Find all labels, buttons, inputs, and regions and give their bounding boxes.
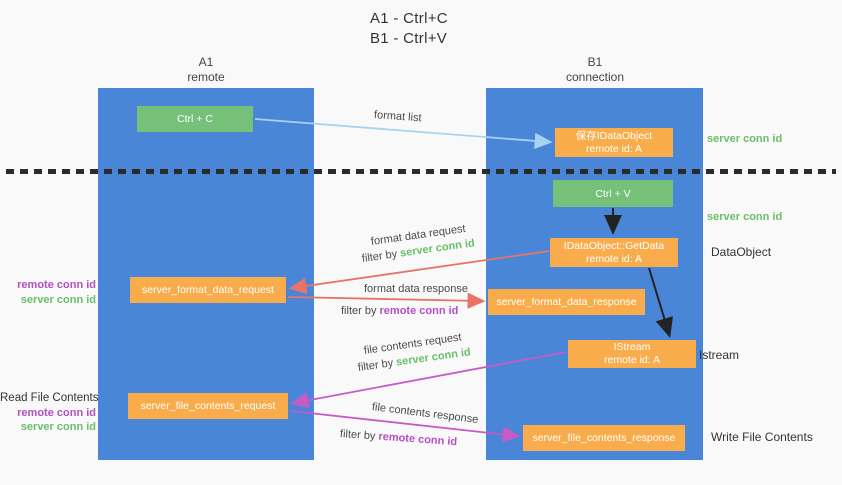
side-label-istream: Istream xyxy=(699,348,740,362)
label-format-data-response: format data response xyxy=(364,283,468,295)
node-getdata-subtitle: remote id: A xyxy=(585,252,643,265)
node-istream-title: IStream xyxy=(613,341,651,353)
side-label-dataobject: DataObject xyxy=(711,245,772,259)
node-ctrl-v: Ctrl + V xyxy=(553,180,673,207)
filter-by-text: filter by xyxy=(341,305,377,317)
filter-by-text: filter by xyxy=(339,428,376,443)
node-save-idataobject-title: 保存IDataObject xyxy=(575,129,653,142)
lifeline-header-b1: B1 connection xyxy=(535,55,655,85)
lifeline-a1-name: A1 xyxy=(198,55,214,69)
diagram-title: A1 - Ctrl+C B1 - Ctrl+V xyxy=(370,9,448,49)
node-server-file-contents-request: server_file_contents_request xyxy=(128,393,288,419)
left-label-group-file: Read File Contents remote conn id server… xyxy=(0,391,99,435)
label-file-contents-response: file contents response xyxy=(371,401,479,426)
lifeline-a1-role: remote xyxy=(187,70,225,84)
node-getdata-title: IDataObject::GetData xyxy=(563,239,665,252)
node-save-idataobject-subtitle: remote id: A xyxy=(585,142,643,155)
arrow-format-data-response xyxy=(287,292,486,309)
filter-by-text: filter by xyxy=(361,248,398,265)
title-line-1: A1 - Ctrl+C xyxy=(370,10,448,27)
read-file-contents-label: Read File Contents xyxy=(0,392,99,404)
lifeline-b1-role: connection xyxy=(565,70,625,84)
label-format-list: format list xyxy=(373,109,422,125)
node-istream: IStream remote id: A xyxy=(568,340,696,368)
side-label-server-conn-id-top: server conn id xyxy=(707,133,783,145)
remote-conn-id-text: remote conn id xyxy=(379,305,459,317)
server-conn-id-text: server conn id xyxy=(20,421,96,433)
label-filter-by-remote-conn-2: filter by remote conn id xyxy=(340,428,458,448)
remote-conn-id-text: remote conn id xyxy=(17,279,96,291)
server-conn-id-text: server conn id xyxy=(20,293,96,306)
remote-conn-id-text: remote conn id xyxy=(17,406,96,419)
node-save-idataobject: 保存IDataObject remote id: A xyxy=(555,128,673,157)
title-line-2: B1 - Ctrl+V xyxy=(370,30,448,47)
label-filter-by-remote-conn-1: filter by remote conn id xyxy=(341,305,458,317)
filter-by-text: filter by xyxy=(357,357,394,374)
node-ctrl-c: Ctrl + C xyxy=(137,106,253,132)
side-label-server-conn-id-mid: server conn id xyxy=(707,211,783,223)
node-server-file-contents-response: server_file_contents_response xyxy=(523,425,685,451)
side-label-write-file-contents: Write File Contents xyxy=(711,430,813,444)
node-server-format-data-response: server_format_data_response xyxy=(488,289,645,315)
remote-conn-id-text: remote conn id xyxy=(378,430,458,449)
lifeline-b1-name: B1 xyxy=(587,55,603,69)
node-istream-subtitle: remote id: A xyxy=(603,354,661,366)
node-idataobject-getdata: IDataObject::GetData remote id: A xyxy=(550,238,678,267)
node-server-format-data-request: server_format_data_request xyxy=(130,277,286,303)
lifeline-header-a1: A1 remote xyxy=(146,55,266,85)
left-label-group-format: remote conn id server conn id xyxy=(0,278,96,307)
dashed-separator-line xyxy=(6,169,836,174)
